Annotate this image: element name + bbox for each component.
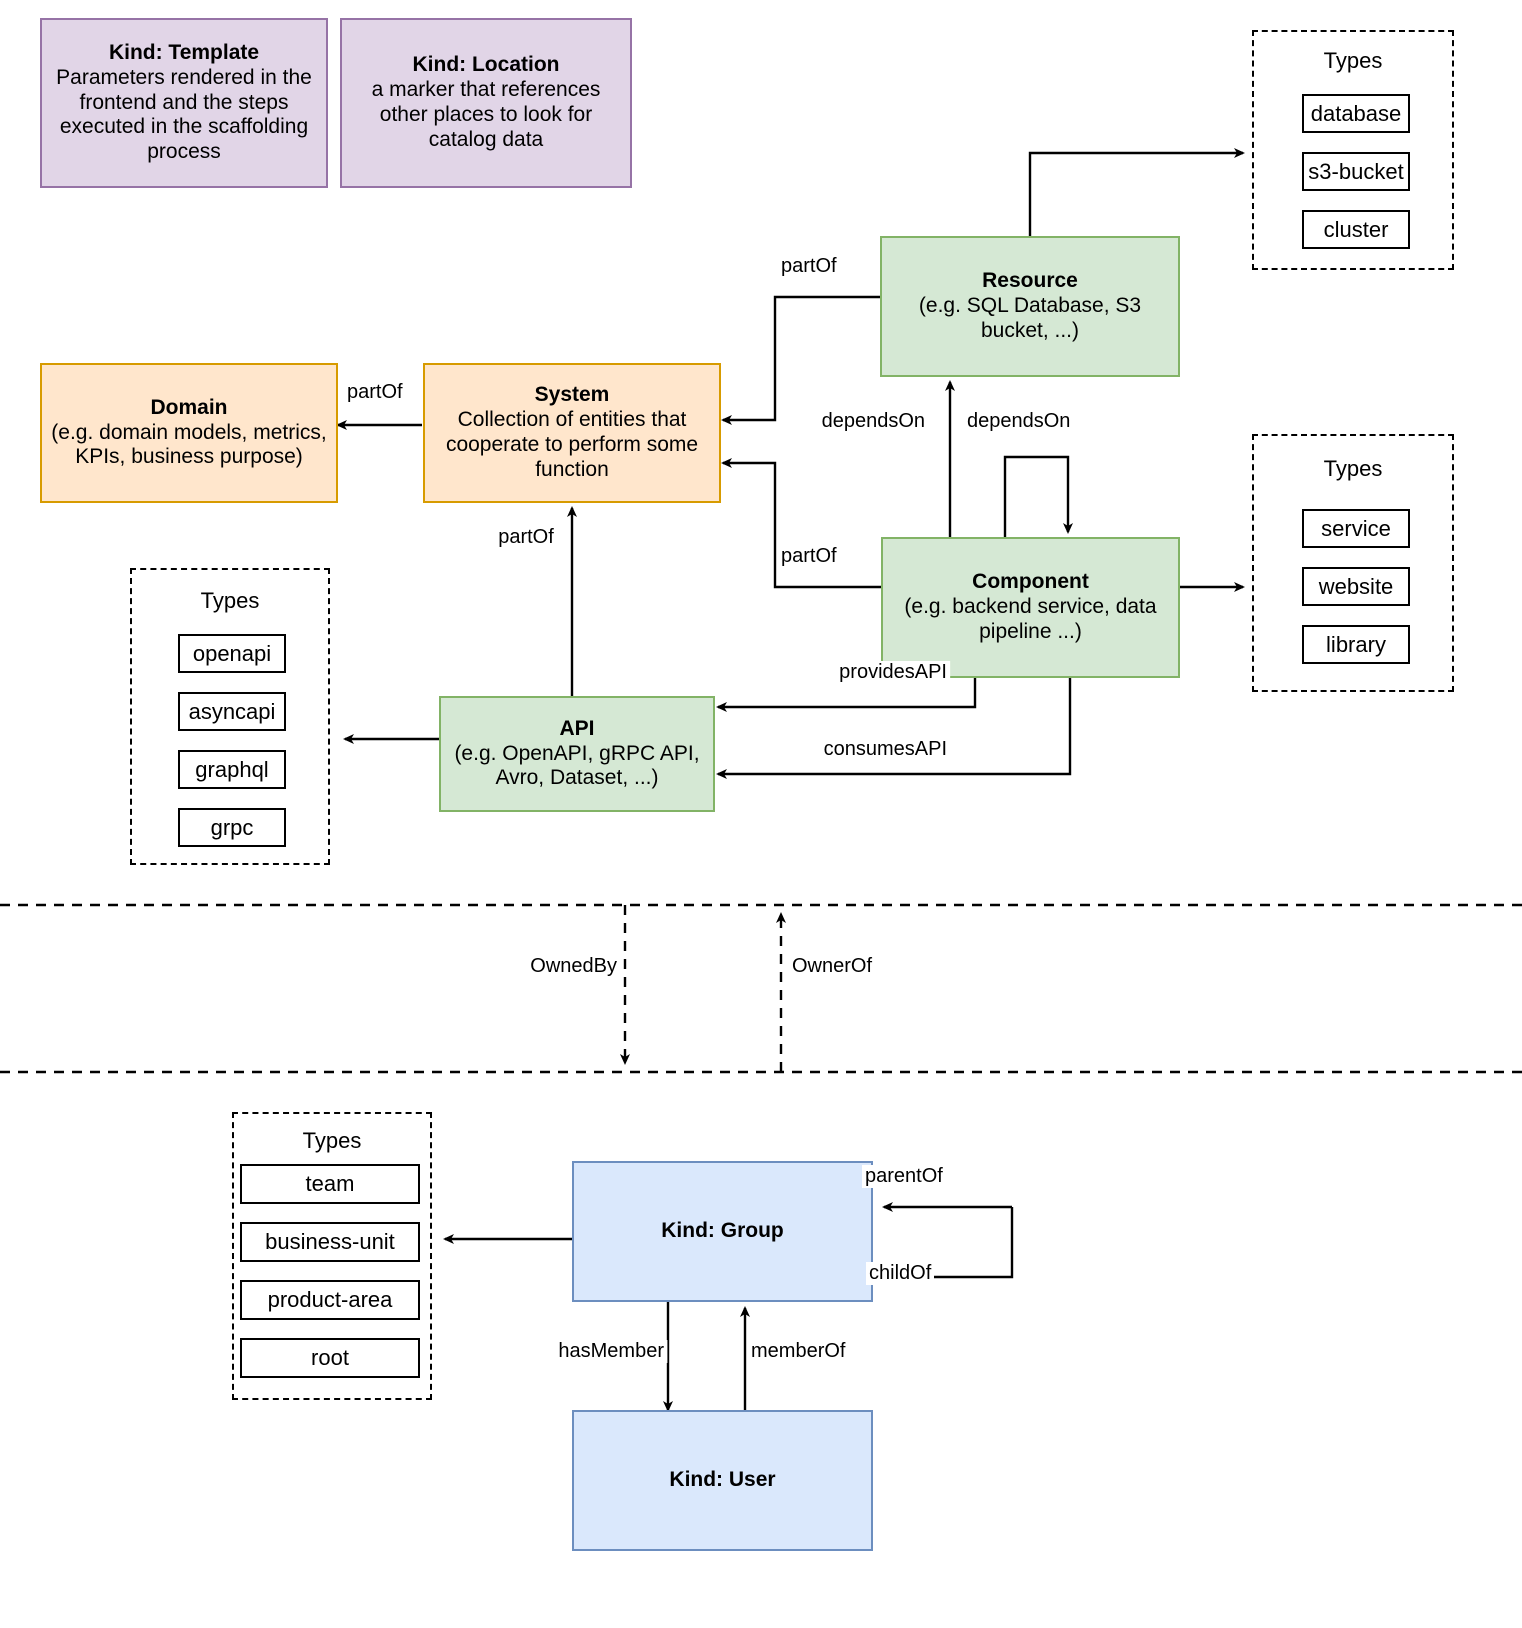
node-desc: Parameters rendered in the frontend and … [56,65,312,164]
edge-label-parentof: parentOf [862,1165,946,1188]
node-title: API [559,716,595,740]
edge-label-dependson-resource: dependsOn [818,410,928,433]
node-system[interactable]: System Collection of entities that coope… [423,363,721,503]
edge-label-ownedby: OwnedBy [527,955,620,978]
type-chip[interactable]: openapi [178,634,286,673]
node-title: Component [972,570,1089,594]
type-chip[interactable]: cluster [1302,210,1410,249]
node-title: Kind: Template [108,41,260,65]
edge-label-hasmember: hasMember [555,1340,667,1363]
types-box-component: Types service website library [1252,434,1454,692]
node-desc: (e.g. OpenAPI, gRPC API, Avro, Dataset, … [454,741,700,790]
type-chip[interactable]: root [240,1338,420,1378]
node-desc: (e.g. domain models, metrics, KPIs, busi… [51,420,327,469]
edge-label-system-partof: partOf [344,381,406,404]
node-domain[interactable]: Domain (e.g. domain models, metrics, KPI… [40,363,338,503]
type-chip[interactable]: team [240,1164,420,1204]
node-api[interactable]: API (e.g. OpenAPI, gRPC API, Avro, Datas… [439,696,715,812]
edge-label-childof: childOf [866,1262,935,1285]
edge-label-api-partof: partOf [495,526,557,549]
node-title: Resource [982,269,1078,293]
edge-component-partof-system [721,458,881,589]
type-chip[interactable]: website [1302,567,1410,606]
type-chip[interactable]: grpc [178,808,286,847]
edge-label-resource-partof: partOf [778,255,840,278]
edge-resource-to-types [1028,148,1245,236]
edge-label-consumesapi: consumesAPI [820,738,950,761]
type-chip[interactable]: s3-bucket [1302,152,1410,191]
node-title: Kind: Group [661,1219,784,1243]
edge-label-component-partof: partOf [778,545,840,568]
type-chip[interactable]: asyncapi [178,692,286,731]
node-component[interactable]: Component (e.g. backend service, data pi… [881,537,1180,678]
type-chip[interactable]: product-area [240,1280,420,1320]
node-title: Domain [150,395,228,419]
node-desc: (e.g. backend service, data pipeline ...… [904,595,1157,643]
node-desc: (e.g. SQL Database, S3 bucket, ...) [918,294,1142,342]
types-title: Types [200,588,260,613]
node-resource[interactable]: Resource (e.g. SQL Database, S3 bucket, … [880,236,1180,377]
node-kind-user[interactable]: Kind: User [572,1410,873,1551]
types-title: Types [302,1128,362,1153]
node-desc: Collection of entities that cooperate to… [445,408,699,481]
edge-resource-partof-system [721,295,880,425]
edge-label-dependson-component: dependsOn [964,410,1074,433]
types-title: Types [1323,456,1383,481]
edge-component-dependson-component [1003,455,1073,537]
node-kind-group[interactable]: Kind: Group [572,1161,873,1302]
type-chip[interactable]: graphql [178,750,286,789]
type-chip[interactable]: business-unit [240,1222,420,1262]
type-chip[interactable]: library [1302,625,1410,664]
node-kind-location[interactable]: Kind: Location a marker that references … [340,18,632,188]
node-kind-template[interactable]: Kind: Template Parameters rendered in th… [40,18,328,188]
edge-label-ownerof: OwnerOf [789,955,876,978]
types-title: Types [1323,48,1383,73]
node-title: Kind: Location [412,53,560,77]
types-box-resource: Types database s3-bucket cluster [1252,30,1454,270]
node-title: System [534,383,610,407]
node-desc: a marker that references other places to… [371,78,601,151]
edge-label-providesapi: providesAPI [836,661,950,684]
type-chip[interactable]: service [1302,509,1410,548]
types-box-group: Types team business-unit product-area ro… [232,1112,432,1400]
types-box-api: Types openapi asyncapi graphql grpc [130,568,330,865]
edge-label-memberof: memberOf [748,1340,849,1363]
node-title: Kind: User [669,1468,776,1492]
type-chip[interactable]: database [1302,94,1410,133]
